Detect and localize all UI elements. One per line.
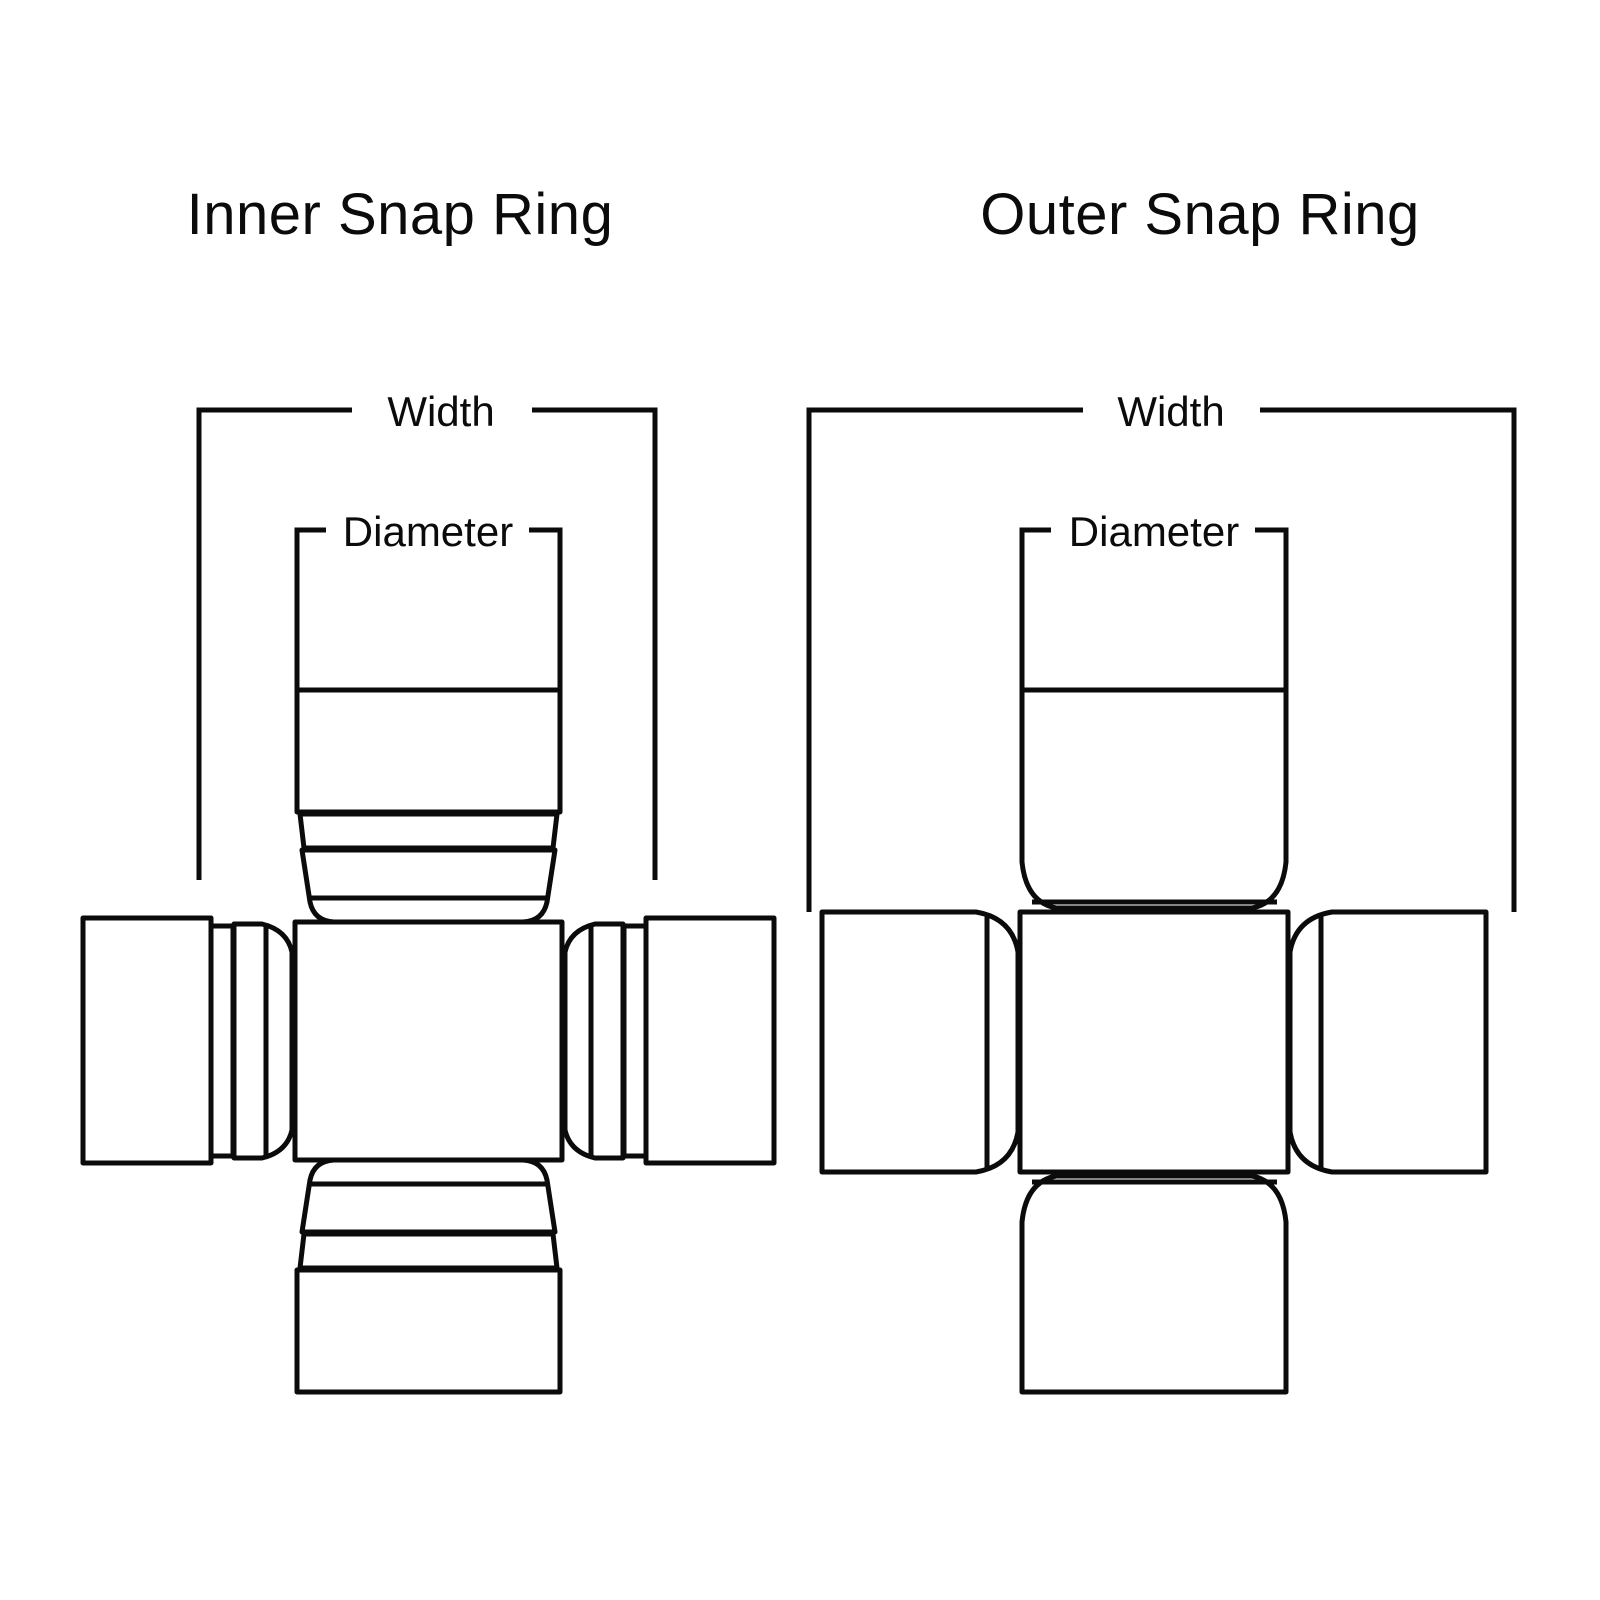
cap-body-bottom bbox=[1019, 1173, 1289, 1395]
cap-body-top bbox=[294, 687, 563, 815]
bearing-cap-top-inner bbox=[294, 687, 563, 925]
cross-center-block bbox=[1017, 909, 1291, 1175]
diameter-label-inner: Diameter bbox=[343, 508, 513, 555]
bearing-cap-bottom-inner bbox=[294, 1157, 563, 1395]
snap-ring-groove-band-right bbox=[621, 923, 649, 1159]
panel-outer-snap-ring: Outer Snap Ring Width Diameter bbox=[800, 0, 1600, 1600]
bearing-cap-right-outer bbox=[1287, 909, 1489, 1175]
panel-title-outer: Outer Snap Ring bbox=[980, 182, 1420, 247]
bearing-cap-bottom-outer bbox=[1019, 1173, 1289, 1395]
snap-ring-groove-band-left bbox=[208, 923, 236, 1159]
width-label-outer: Width bbox=[1117, 388, 1224, 435]
width-label-inner: Width bbox=[387, 388, 494, 435]
panel-title-inner: Inner Snap Ring bbox=[186, 182, 614, 247]
bearing-cap-left-outer bbox=[819, 909, 1021, 1175]
cap-body-right bbox=[643, 915, 777, 1166]
bearing-cap-left-inner bbox=[80, 915, 295, 1166]
cross-body-outer bbox=[1017, 909, 1291, 1175]
cap-shoulder-right bbox=[562, 921, 626, 1161]
bearing-cap-top-outer bbox=[1019, 687, 1289, 911]
cap-shoulder-bottom bbox=[299, 1157, 558, 1235]
diameter-right-leader bbox=[529, 527, 563, 690]
diameter-dimension-inner: Diameter bbox=[294, 508, 563, 690]
diameter-dimension-outer: Diameter bbox=[1019, 508, 1289, 690]
diameter-left-leader bbox=[294, 527, 326, 690]
snap-ring-groove-band-bottom bbox=[297, 1231, 560, 1271]
width-right-leader bbox=[1260, 407, 1517, 912]
width-dimension-inner: Width bbox=[196, 388, 658, 880]
cap-body-top bbox=[1019, 687, 1289, 911]
cap-body-bottom bbox=[294, 1267, 563, 1395]
cap-body-left bbox=[80, 915, 214, 1166]
width-left-leader bbox=[806, 407, 1083, 912]
diameter-left-leader bbox=[1019, 527, 1051, 690]
diameter-label-outer: Diameter bbox=[1069, 508, 1239, 555]
outer-snap-ring-drawing: Width Diameter bbox=[806, 388, 1517, 1395]
snap-ring-groove-band-top bbox=[297, 811, 560, 851]
cross-center-block bbox=[292, 919, 565, 1163]
cross-body-inner bbox=[292, 919, 565, 1163]
bearing-cap-right-inner bbox=[562, 915, 777, 1166]
width-dimension-outer: Width bbox=[806, 388, 1517, 912]
width-left-leader bbox=[196, 407, 352, 880]
width-right-leader bbox=[532, 407, 658, 880]
inner-snap-ring-drawing: Width Diameter bbox=[80, 388, 777, 1395]
cap-shoulder-top bbox=[299, 847, 558, 925]
diameter-right-leader bbox=[1255, 527, 1289, 690]
cap-shoulder-left bbox=[231, 921, 295, 1161]
panel-inner-snap-ring: Inner Snap Ring Width Diameter bbox=[80, 182, 777, 1395]
